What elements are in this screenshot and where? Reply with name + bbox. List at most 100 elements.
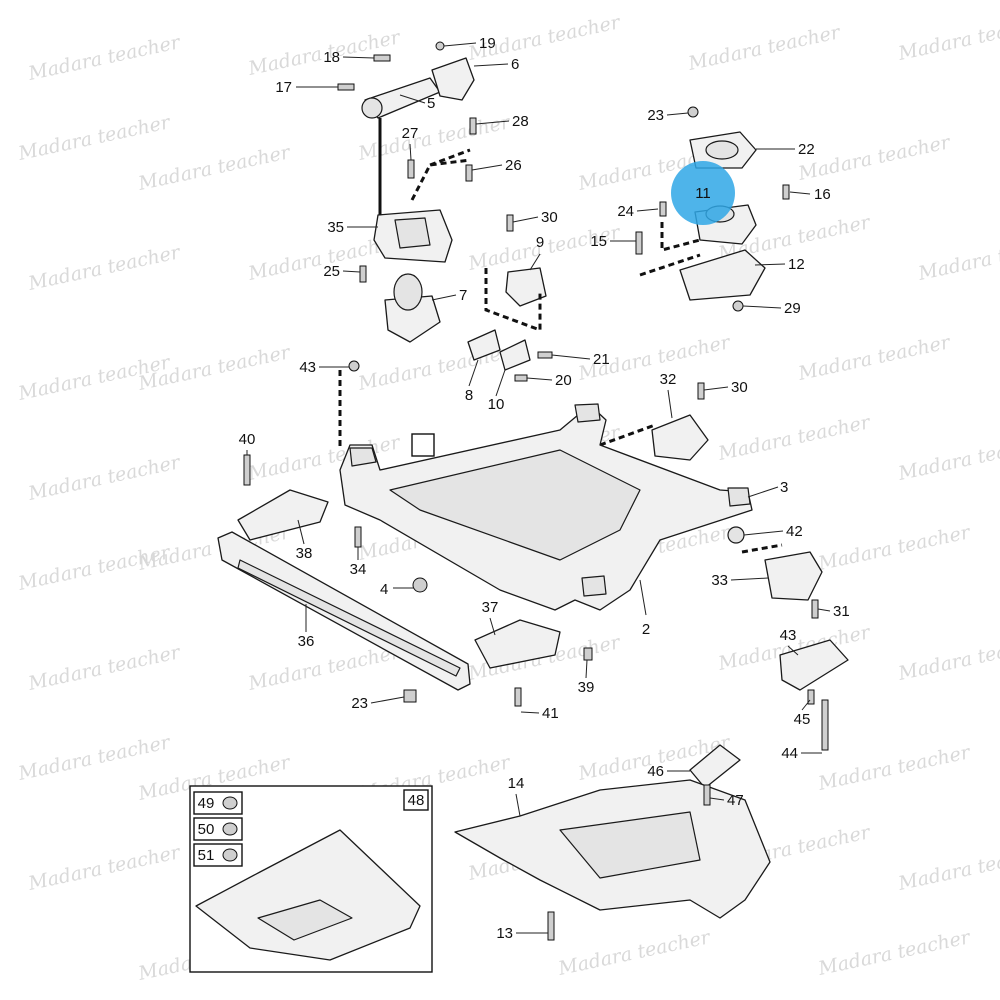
leader-line	[742, 305, 782, 309]
callout-34: 34	[350, 561, 367, 578]
callout-46: 46	[647, 763, 664, 780]
inset-item-49: 49	[198, 795, 215, 812]
watermark-text: Madara teacher	[15, 731, 173, 785]
bracket-6	[431, 57, 475, 101]
leader-line	[817, 608, 831, 612]
callout-41: 41	[542, 705, 559, 722]
watermark-text: Madara teacher	[795, 131, 953, 185]
bracket-33	[764, 551, 823, 601]
watermark-text: Madara teacher	[25, 31, 183, 85]
leader-line	[529, 253, 541, 271]
watermark-text: Madara teacher	[815, 926, 973, 980]
leader-line	[801, 699, 811, 711]
callout-42: 42	[786, 523, 803, 540]
callout-22: 22	[798, 141, 815, 158]
leader-line	[473, 63, 509, 67]
callout-labels: 1234567891012131415161718192021222323242…	[239, 35, 850, 942]
watermark-text: Madara teacher	[915, 231, 1000, 285]
watermark-text: Madara teacher	[795, 331, 953, 385]
leader-line	[342, 56, 375, 59]
torque-rod-46	[689, 744, 741, 789]
leader-line	[370, 696, 405, 704]
watermark-text: Madara teacher	[895, 841, 1000, 895]
callout-8: 8	[465, 387, 473, 404]
leader-line	[709, 797, 725, 801]
callout-47: 47	[727, 792, 744, 809]
bracket-38	[237, 489, 329, 541]
callout-31: 31	[833, 603, 850, 620]
callout-box-1	[411, 433, 435, 457]
leader-line	[512, 216, 539, 223]
leader-line	[468, 359, 479, 387]
leader-line	[520, 711, 540, 714]
callout-45: 45	[794, 711, 811, 728]
leader-line	[747, 486, 779, 498]
watermark-text: Madara teacher	[25, 641, 183, 695]
watermark-text: Madara teacher	[895, 631, 1000, 685]
callout-19: 19	[479, 35, 496, 52]
leader-line	[754, 263, 786, 266]
leader-line	[743, 530, 784, 536]
callout-9: 9	[536, 234, 544, 251]
callout-23: 23	[351, 695, 368, 712]
leader-line	[443, 42, 477, 47]
callout-43: 43	[299, 359, 316, 376]
callout-40: 40	[239, 431, 256, 448]
bracket-12	[679, 249, 766, 301]
callout-36: 36	[298, 633, 315, 650]
highlight-label: 11	[695, 185, 711, 202]
fastener-icon	[222, 822, 238, 836]
callout-39: 39	[578, 679, 595, 696]
callout-38: 38	[296, 545, 313, 562]
callout-28: 28	[512, 113, 529, 130]
inset-item-50: 50	[198, 821, 215, 838]
watermark-text: Madara teacher	[685, 21, 843, 75]
leader-line	[342, 270, 361, 273]
watermark-text: Madara teacher	[815, 741, 973, 795]
watermark-text: Madara teacher	[895, 11, 1000, 65]
fastener-icon	[222, 848, 238, 862]
leader-line	[409, 143, 412, 161]
leader-line	[399, 94, 426, 104]
bracket-9	[505, 267, 547, 307]
leader-line	[495, 369, 506, 397]
watermark-text: Madara teacher	[245, 641, 403, 695]
watermark-text: Madara teacher	[25, 451, 183, 505]
leader-line	[515, 793, 521, 817]
callout-16: 16	[814, 186, 831, 203]
callout-35: 35	[327, 219, 344, 236]
leader-line	[551, 354, 591, 360]
leader-line	[666, 112, 689, 116]
leader-line	[667, 389, 673, 419]
watermark-text: Madara teacher	[715, 411, 873, 465]
callout-25: 25	[323, 263, 340, 280]
leader-line	[471, 164, 503, 171]
callout-3: 3	[780, 479, 788, 496]
callout-14: 14	[508, 775, 525, 792]
callout-10: 10	[488, 396, 505, 413]
fastener-icon	[222, 796, 238, 810]
leader-line	[789, 191, 811, 195]
leader-line	[526, 377, 553, 381]
callout-5: 5	[427, 95, 435, 112]
callout-30: 30	[541, 209, 558, 226]
callout-23: 23	[647, 107, 664, 124]
watermark-text: Madara teacher	[15, 111, 173, 165]
callout-17: 17	[275, 79, 292, 96]
inset-splash-shield	[195, 829, 421, 961]
callout-30: 30	[731, 379, 748, 396]
callout-24: 24	[617, 203, 634, 220]
watermark-text: Madara teacher	[25, 241, 183, 295]
engine-mount-7	[384, 295, 441, 343]
watermark-text: Madara teacher	[815, 521, 973, 575]
bracket-37	[474, 619, 561, 669]
leader-line	[730, 577, 769, 581]
callout-6: 6	[511, 56, 519, 73]
highlight-11[interactable]: 11	[671, 161, 735, 225]
callout-7: 7	[459, 287, 467, 304]
callout-29: 29	[784, 300, 801, 317]
callout-43: 43	[780, 627, 797, 644]
